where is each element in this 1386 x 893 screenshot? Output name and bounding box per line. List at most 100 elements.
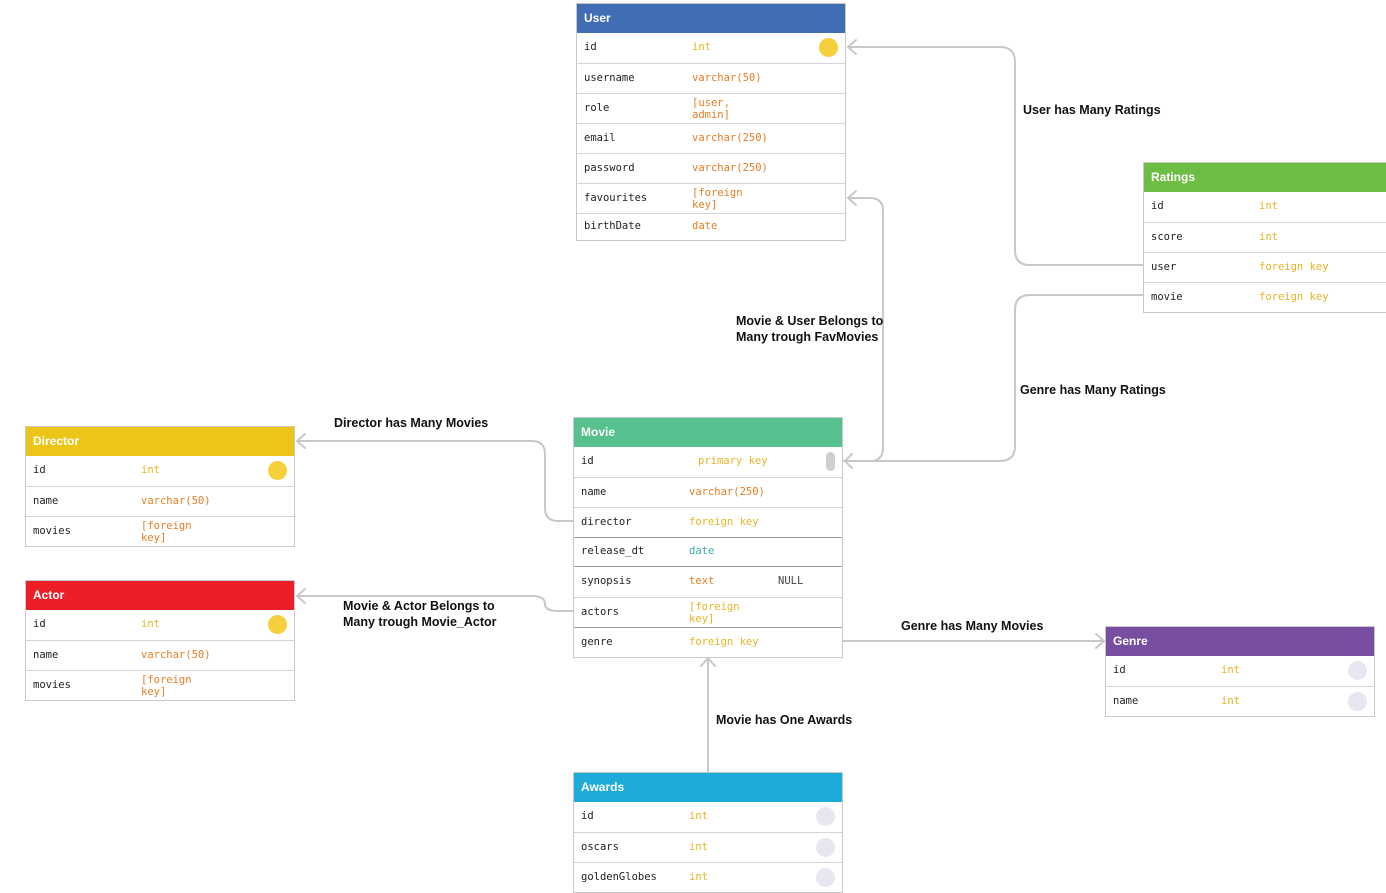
primary-key-icon: [819, 38, 838, 57]
arrowhead-actor: [296, 588, 306, 604]
field-type: [foreign key]: [692, 187, 743, 211]
relation-label-genre-movies[interactable]: Genre has Many Movies: [901, 619, 1044, 633]
primary-key-icon: [268, 615, 287, 634]
field-type: int: [689, 871, 708, 883]
field-type: primary key: [698, 455, 768, 467]
field-row[interactable]: favourites [foreign key]: [577, 183, 845, 213]
field-row[interactable]: role [user, admin]: [577, 93, 845, 123]
field-type: varchar(250): [692, 132, 768, 144]
field-name: score: [1151, 231, 1183, 243]
table-header[interactable]: Ratings: [1144, 163, 1386, 192]
field-row[interactable]: id int: [1144, 192, 1386, 222]
field-row[interactable]: goldenGlobes int: [574, 862, 842, 892]
field-type: varchar(250): [689, 486, 765, 498]
relation-label-movie-awards[interactable]: Movie has One Awards: [716, 713, 853, 727]
field-row[interactable]: movies [foreign key]: [26, 670, 294, 700]
field-name: movies: [33, 679, 71, 691]
field-type: date: [689, 545, 715, 557]
field-type: foreign key: [1259, 291, 1329, 303]
field-name: email: [584, 132, 616, 144]
field-type: int: [1259, 231, 1278, 243]
key-placeholder-icon: [816, 838, 835, 857]
arrowhead-genre: [1095, 633, 1105, 649]
edge-actor-movies: [297, 595, 573, 612]
field-name: release_dt: [581, 545, 645, 557]
table-header[interactable]: User: [577, 4, 845, 33]
table-awards[interactable]: Awards id int oscars int goldenGlobes in…: [573, 772, 843, 893]
field-name: favourites: [584, 192, 648, 204]
table-genre[interactable]: Genre id int name int: [1105, 626, 1375, 717]
field-type: int: [689, 841, 708, 853]
field-type: int: [1221, 664, 1240, 676]
table-header[interactable]: Actor: [26, 581, 294, 610]
field-row[interactable]: name varchar(50): [26, 486, 294, 516]
table-header[interactable]: Awards: [574, 773, 842, 802]
relation-label-user-ratings[interactable]: User has Many Ratings: [1023, 103, 1161, 117]
table-actor[interactable]: Actor id int name varchar(50) movies [fo…: [25, 580, 295, 701]
field-name: name: [33, 649, 59, 661]
field-type: int: [1221, 695, 1240, 707]
table-header[interactable]: Genre: [1106, 627, 1374, 656]
key-placeholder-icon: [816, 807, 835, 826]
key-placeholder-icon: [1348, 661, 1367, 680]
field-row[interactable]: id int: [26, 610, 294, 640]
field-name: id: [581, 810, 594, 822]
field-name: name: [581, 486, 607, 498]
field-type: int: [141, 618, 160, 630]
field-name: id: [581, 455, 594, 467]
field-name: oscars: [581, 841, 619, 853]
field-row[interactable]: id int: [577, 33, 845, 63]
field-row[interactable]: name int: [1106, 686, 1374, 716]
field-row[interactable]: name varchar(50): [26, 640, 294, 670]
field-name: birthDate: [584, 220, 641, 232]
field-row[interactable]: release_dt date: [574, 537, 842, 567]
field-type: [foreign key]: [689, 601, 740, 625]
field-row[interactable]: email varchar(250): [577, 123, 845, 153]
field-row[interactable]: score int: [1144, 222, 1386, 252]
arrowhead-user-favourites: [847, 190, 857, 206]
field-row[interactable]: id int: [26, 456, 294, 486]
field-name: synopsis: [581, 575, 632, 587]
field-name: goldenGlobes: [581, 871, 657, 883]
field-row[interactable]: password varchar(250): [577, 153, 845, 183]
field-row[interactable]: birthDate date: [577, 213, 845, 240]
field-name: genre: [581, 636, 613, 648]
scrollbar-handle[interactable]: [826, 452, 835, 471]
relation-label-director-movies[interactable]: Director has Many Movies: [334, 416, 489, 430]
field-type: varchar(50): [141, 649, 211, 661]
field-name: user: [1151, 261, 1177, 273]
field-row[interactable]: movies [foreign key]: [26, 516, 294, 546]
field-name: movies: [33, 525, 71, 537]
relation-label-movie-actor[interactable]: Movie & Actor Belongs to Many trough Mov…: [343, 599, 497, 629]
field-type: varchar(250): [692, 162, 768, 174]
field-row[interactable]: movie foreign key: [1144, 282, 1386, 312]
field-row[interactable]: actors [foreign key]: [574, 597, 842, 627]
field-row[interactable]: synopsis text NULL: [574, 567, 842, 597]
field-name: movie: [1151, 291, 1183, 303]
field-row[interactable]: id int: [1106, 656, 1374, 686]
primary-key-icon: [268, 461, 287, 480]
field-row[interactable]: id int: [574, 802, 842, 832]
table-ratings[interactable]: Ratings id int score int user foreign ke…: [1143, 162, 1386, 313]
table-header[interactable]: Movie: [574, 418, 842, 447]
field-row[interactable]: genre foreign key: [574, 627, 842, 657]
table-director[interactable]: Director id int name varchar(50) movies …: [25, 426, 295, 547]
arrowhead-user-id: [847, 39, 857, 55]
table-user[interactable]: User id int username varchar(50) role [u…: [576, 3, 846, 241]
table-movie[interactable]: Movie id primary key name varchar(250) d…: [573, 417, 843, 658]
field-row[interactable]: username varchar(50): [577, 63, 845, 93]
field-row[interactable]: oscars int: [574, 832, 842, 862]
field-row[interactable]: director foreign key: [574, 507, 842, 537]
field-default: NULL: [778, 575, 804, 587]
relation-label-movie-user[interactable]: Movie & User Belongs to Many trough FavM…: [736, 314, 884, 344]
field-type: text: [689, 575, 715, 587]
table-header[interactable]: Director: [26, 427, 294, 456]
field-type: int: [141, 464, 160, 476]
field-row[interactable]: id primary key: [574, 447, 842, 477]
field-row[interactable]: name varchar(250): [574, 477, 842, 507]
field-type: [user, admin]: [692, 97, 730, 121]
field-name: name: [1113, 695, 1139, 707]
relation-label-genre-ratings[interactable]: Genre has Many Ratings: [1020, 383, 1166, 397]
edge-user-ratings: [848, 46, 1143, 266]
field-row[interactable]: user foreign key: [1144, 252, 1386, 282]
